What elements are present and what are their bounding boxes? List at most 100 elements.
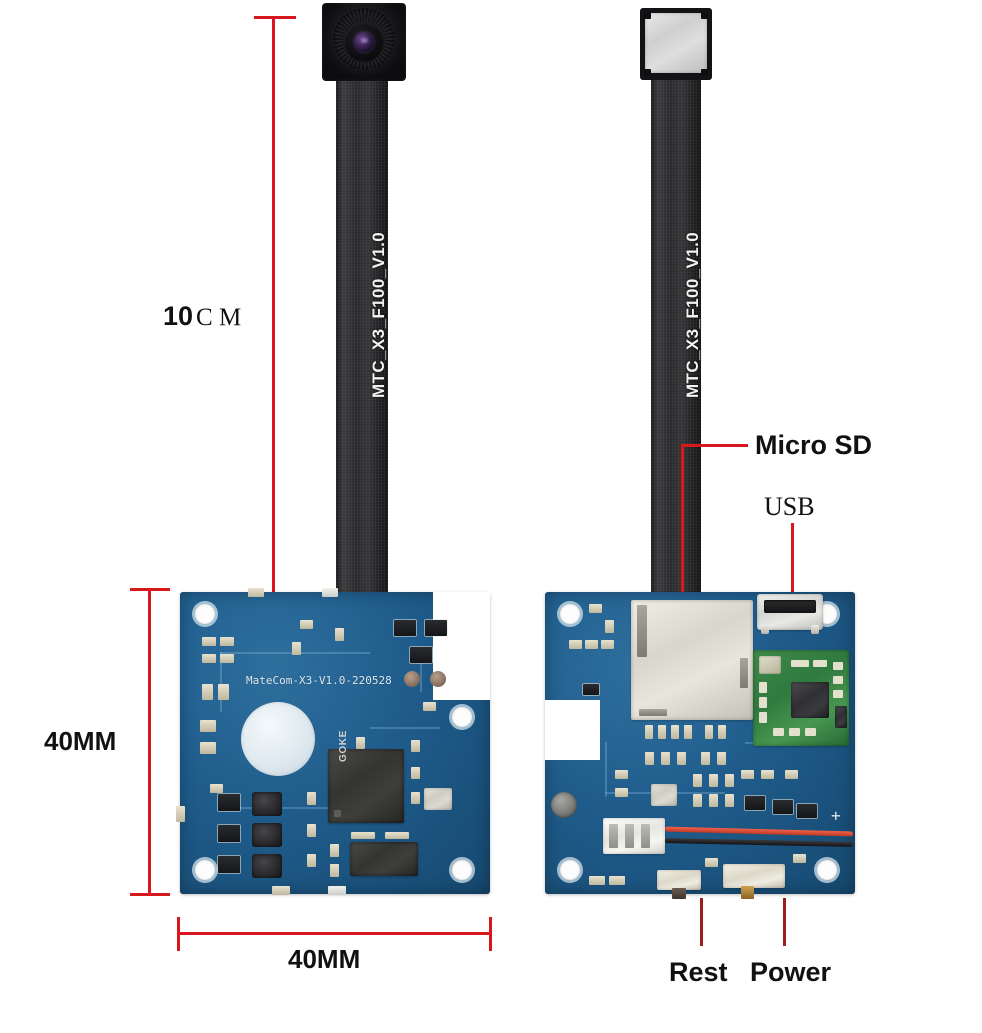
- edge-tab: [272, 886, 290, 895]
- sd-slot-lip: [639, 709, 667, 716]
- wifi-shield-chip: [835, 706, 847, 728]
- wifi-pad: [833, 676, 843, 684]
- power-inductor: [252, 823, 282, 847]
- smd-pad: [693, 774, 702, 787]
- smd-pad: [220, 654, 234, 663]
- tantalum-capacitor: [404, 671, 420, 687]
- micro-usb-port[interactable]: [757, 594, 823, 634]
- pcb-back-notch: [545, 700, 600, 760]
- camera-lens: [354, 32, 374, 52]
- smd-pad: [677, 752, 686, 765]
- sd-slot-pin: [671, 725, 679, 739]
- smd-pad: [330, 864, 339, 877]
- micro-sd-leader-vertical: [681, 444, 684, 616]
- reset-switch-actuator[interactable]: [672, 888, 686, 899]
- smd-pad: [605, 620, 614, 633]
- sd-slot-pin: [645, 725, 653, 739]
- smd-pad: [202, 654, 216, 663]
- pcb-trace: [370, 727, 440, 729]
- sensor-shield-plate: [645, 13, 707, 73]
- smd-pad: [785, 770, 798, 779]
- wifi-pad: [789, 728, 800, 736]
- smd-pad: [793, 854, 806, 863]
- pcb-front: MateCom-X3-V1.0-220528 GOKE: [176, 588, 490, 895]
- pcb-trace: [238, 807, 328, 809]
- smd-pad: [609, 876, 625, 885]
- pcb-trace: [420, 652, 422, 692]
- memory-ic: [350, 842, 418, 876]
- cable-length-dim-top-cap: [254, 16, 296, 19]
- board-width-dim-right-cap: [489, 917, 492, 951]
- smd-pad: [589, 876, 605, 885]
- battery-connector[interactable]: [603, 818, 665, 854]
- smd-pad: [218, 684, 229, 700]
- battery-wire-negative: [664, 838, 854, 847]
- power-leader-line: [783, 898, 786, 946]
- mounting-hole-tl: [195, 604, 215, 624]
- smd-pad: [661, 752, 670, 765]
- smd-pad: [589, 604, 602, 613]
- transistor: [394, 620, 416, 636]
- tantalum-capacitor: [430, 671, 446, 687]
- smd-pad: [709, 794, 718, 807]
- sensor-corner-pad: [644, 69, 651, 76]
- wifi-pad: [813, 660, 827, 667]
- ffc-cable-front-print: MTC_X3_F100_V1.0: [369, 231, 388, 398]
- pcb-silkscreen-text: MateCom-X3-V1.0-220528: [246, 674, 392, 687]
- wifi-pad: [833, 690, 843, 698]
- ffc-cable-back-print: MTC_X3_F100_V1.0: [683, 231, 702, 398]
- smd-pad: [307, 854, 316, 867]
- smd-pad: [335, 628, 344, 641]
- smd-pad: [709, 774, 718, 787]
- battery-wire-positive: [664, 826, 854, 837]
- cable-length-dim-line: [272, 16, 275, 595]
- smd-transistor: [797, 804, 817, 818]
- micro-sd-slot[interactable]: [631, 600, 753, 720]
- wifi-pad: [805, 728, 816, 736]
- ffc-cable-back: [651, 78, 701, 600]
- ffc-cable-front: [336, 74, 388, 601]
- ic-pin1-marker: [334, 810, 341, 817]
- pcb-trace: [605, 742, 607, 797]
- sd-slot-lip: [740, 658, 748, 688]
- power-switch[interactable]: [723, 864, 785, 888]
- edge-tab: [176, 806, 185, 822]
- mounting-hole-tr: [452, 707, 472, 727]
- sd-slot-pin: [684, 725, 692, 739]
- usb-solder-leg: [761, 625, 769, 634]
- smd-transistor: [745, 796, 765, 810]
- sensor-corner-pad: [701, 12, 708, 19]
- smd-pad: [385, 832, 409, 839]
- board-width-label: 40MM: [288, 944, 361, 974]
- mounting-hole-bl: [195, 860, 215, 880]
- battery-connector-slot: [641, 824, 650, 848]
- usb-leader-line: [791, 523, 794, 598]
- camera-module-front: [322, 3, 406, 81]
- smd-pad: [741, 770, 754, 779]
- battery-connector-slot: [609, 824, 618, 848]
- sd-slot-lip: [637, 605, 647, 657]
- camera-module-back: [640, 8, 712, 80]
- edge-tab: [322, 588, 338, 597]
- transistor: [410, 647, 432, 663]
- edge-tab: [248, 588, 264, 597]
- usb-label: USB: [764, 492, 815, 521]
- cable-length-unit: C Μ: [196, 304, 242, 331]
- power-switch-actuator[interactable]: [741, 886, 754, 899]
- board-height-label: 40MM: [44, 726, 117, 756]
- reset-switch[interactable]: [657, 870, 701, 890]
- smd-pad: [585, 640, 598, 649]
- board-height-dim-line: [148, 588, 151, 896]
- smd-pad: [356, 737, 365, 749]
- emi-shield-pad: [651, 784, 677, 806]
- wifi-pad: [791, 660, 809, 667]
- smd-pad: [307, 824, 316, 837]
- smd-pad: [200, 742, 216, 754]
- board-height-dim-bottom-cap: [130, 893, 170, 896]
- rest-label: Rest: [669, 957, 728, 987]
- smd-pad: [411, 792, 420, 804]
- smd-pad: [615, 788, 628, 797]
- smd-transistor: [773, 800, 793, 814]
